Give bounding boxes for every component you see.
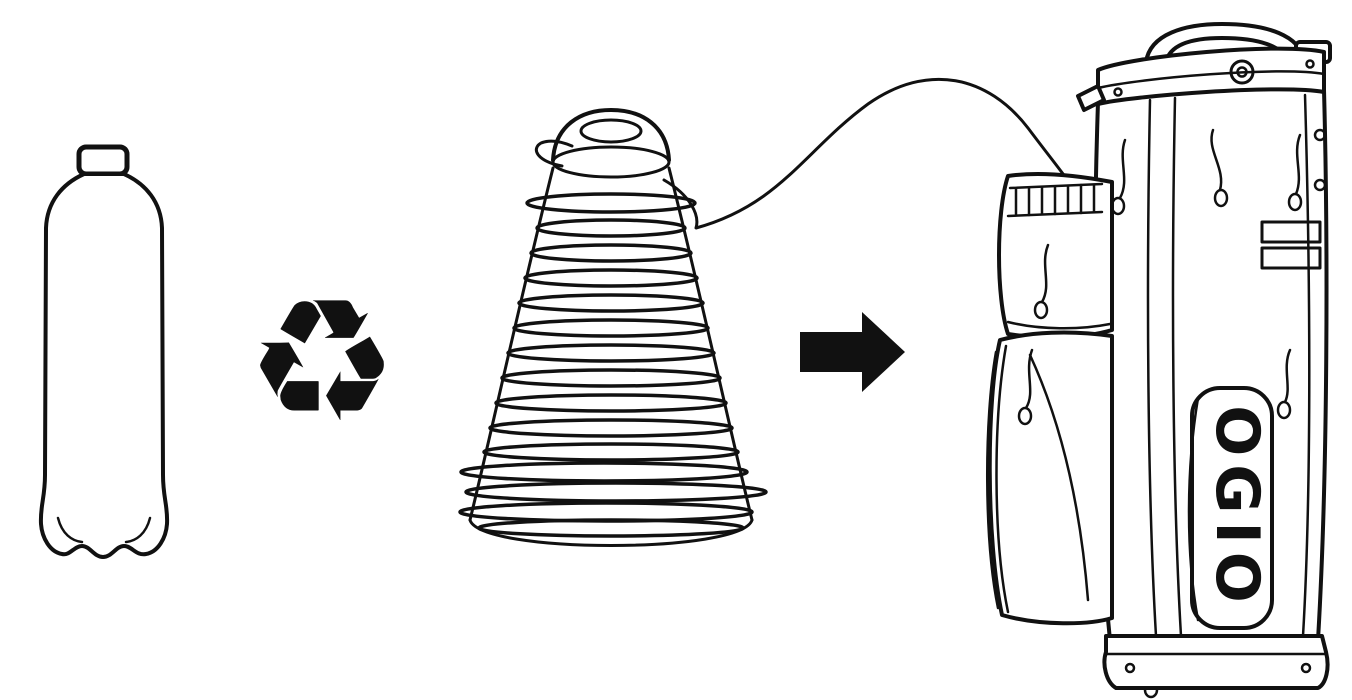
zipper-cord	[1283, 348, 1292, 404]
spool-cone-right-edge	[667, 166, 754, 522]
spool-cone-left-edge	[468, 166, 555, 522]
spool-dome-knob	[579, 118, 643, 144]
zipper-loop	[1213, 188, 1229, 208]
golf-bag-icon: OGIO	[985, 22, 1332, 699]
ogio-pocket	[1190, 386, 1274, 630]
bag-cuff-screw-left	[1113, 87, 1123, 97]
lower-pocket-rib-2	[995, 344, 1010, 614]
bag-lower-left-pocket	[987, 330, 1114, 626]
bag-hook-ring-bottom	[1313, 178, 1327, 192]
ogio-logo-text: OGIO	[1202, 405, 1272, 611]
lower-pocket-rib-1	[985, 350, 1000, 610]
zipper-cord	[1118, 138, 1127, 200]
bag-front-seam-2	[1171, 96, 1183, 638]
bottle-body	[38, 172, 170, 559]
thread-line	[662, 77, 1077, 230]
zipper-loop	[1287, 192, 1303, 212]
bag-patch-top	[1260, 220, 1322, 244]
lower-pocket-zipper	[1028, 353, 1090, 602]
bag-base	[1102, 634, 1330, 690]
zipper-loop	[1276, 400, 1292, 420]
bag-cuff-ring	[1229, 59, 1255, 85]
bottle-cap	[76, 144, 130, 177]
zipper-loop	[1110, 196, 1126, 216]
spool-top-loop	[534, 139, 574, 168]
tee-holder-slots	[1014, 183, 1096, 217]
upper-pocket-zipper	[1006, 320, 1112, 330]
bag-base-rivet-right	[1300, 662, 1312, 674]
bottle-base-detail-left	[56, 516, 84, 544]
arrow-right-icon	[800, 312, 905, 392]
thread-spool-icon	[458, 77, 1077, 547]
bottle-base-detail-right	[124, 516, 152, 544]
bag-front-seam-1	[1146, 98, 1158, 638]
bag-hook-ring-top	[1313, 128, 1327, 142]
tee-holder-rail-top	[1008, 182, 1104, 190]
bag-patch-bottom	[1260, 246, 1322, 270]
bag-base-rivet-left	[1124, 662, 1136, 674]
zipper-cord	[1210, 128, 1223, 192]
plastic-bottle-icon	[38, 144, 170, 559]
zipper-cord	[1294, 133, 1302, 196]
zipper-cord	[1040, 243, 1050, 304]
bag-cuff-ring-inner	[1236, 66, 1248, 78]
zipper-loop	[1017, 406, 1033, 426]
bag-zipper-pulls	[1017, 128, 1303, 699]
zipper-loop	[1033, 300, 1049, 320]
bag-right-seam	[1301, 93, 1311, 638]
bag-top-cuff	[1096, 46, 1326, 106]
spool-thread-wraps	[458, 192, 768, 538]
spool-rim	[551, 145, 671, 179]
bag-cuff-screw-right	[1305, 59, 1315, 69]
ogio-pocket-zipper	[1187, 396, 1200, 622]
bag-strap-clip	[1076, 84, 1106, 112]
zipper-cord	[1024, 348, 1034, 410]
bag-cuff-seam	[1096, 70, 1326, 90]
recycling-icon: ♻	[246, 263, 398, 461]
